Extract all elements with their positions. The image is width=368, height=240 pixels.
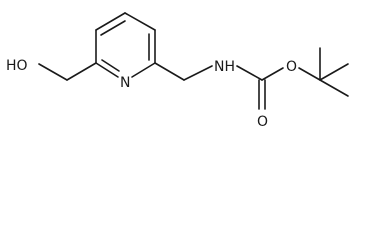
ring-nitrogen-label: N	[120, 75, 130, 91]
ring-bond	[124, 12, 156, 31]
ring-bond	[131, 62, 156, 78]
carbonyl-oxygen-label: O	[257, 114, 268, 130]
ring-double-bond	[100, 20, 126, 36]
ring-bond	[95, 62, 119, 78]
tbutyl-bond	[319, 63, 349, 81]
ch2-oh-bond	[38, 63, 68, 81]
chemical-structure: HO N NH O O	[6, 12, 349, 130]
ester-bond	[261, 67, 284, 81]
nh-carbonyl-bond	[236, 65, 263, 81]
ch2-nh-bond	[183, 65, 213, 81]
hydroxyl-label: HO	[6, 58, 28, 74]
ester-oxygen-label: O	[286, 59, 297, 75]
ring-double-bond	[101, 59, 120, 72]
ch2-bond	[154, 62, 185, 81]
ch2-bond	[66, 62, 97, 81]
tbutyl-bond	[319, 79, 349, 97]
amine-label: NH	[214, 59, 235, 75]
ring-bond	[95, 12, 126, 31]
ester-bond	[298, 67, 321, 81]
